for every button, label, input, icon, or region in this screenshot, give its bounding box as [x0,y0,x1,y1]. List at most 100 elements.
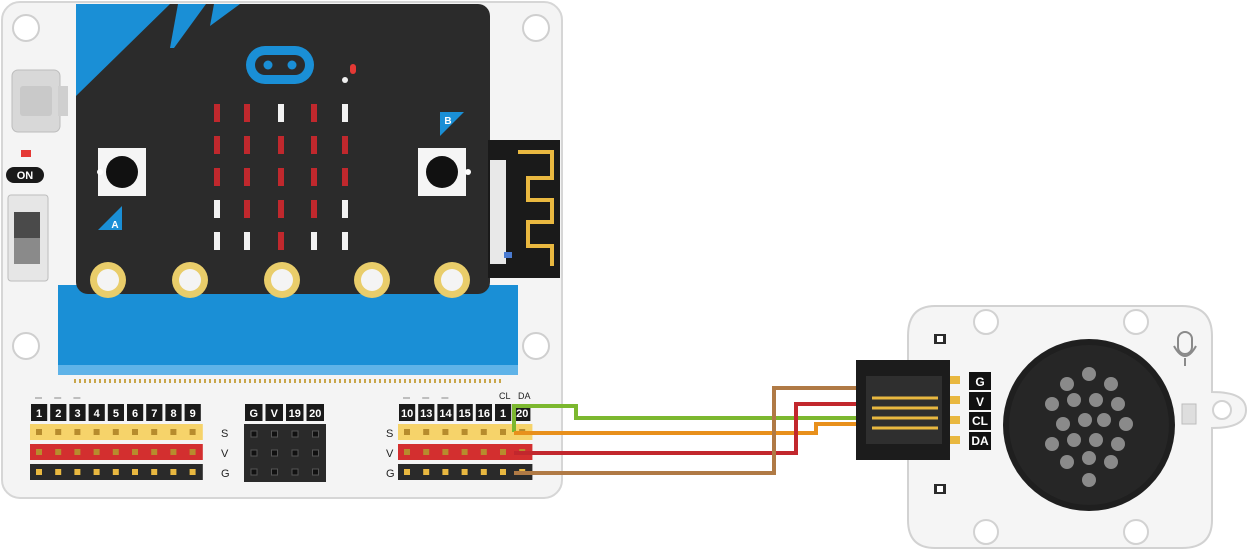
pin [36,449,42,455]
mount-hole [1123,309,1149,335]
pin-socket [291,449,299,457]
pin-number: 4 [94,408,101,420]
button-b[interactable] [418,148,471,196]
pin [189,429,196,435]
pin [112,429,119,435]
led [278,104,284,122]
led [311,104,317,122]
mount-hole [12,14,40,42]
pin-socket [250,468,258,476]
pin-number: 1 [36,408,42,420]
pin-number: 20 [309,408,321,420]
pin-number: 2 [55,408,61,420]
brown-wire [514,386,856,475]
row-label-s-right: S [386,428,393,440]
speaker [1003,339,1175,511]
grille-hole [1056,417,1070,431]
speaker-grille [1045,367,1133,487]
usb-port [11,69,68,133]
pin [93,469,100,475]
pin [93,449,100,455]
pin [132,469,138,475]
pin [189,449,196,455]
pin-number-box [437,404,454,421]
led [311,232,317,250]
smd-component [1181,403,1197,425]
pin [480,469,487,475]
pin [423,429,430,435]
mount-hole [1212,400,1232,420]
led [244,104,250,122]
button-a[interactable] [97,148,146,196]
led [278,136,284,154]
pin-number-box [69,404,86,421]
pin [93,429,100,435]
microbit-logo[interactable] [246,46,314,84]
grille-hole [1082,367,1096,381]
pin [74,469,81,475]
led [278,168,284,186]
pin [55,469,62,475]
module-pin-v: V [976,395,984,409]
microphone-icon [342,64,356,83]
mount-hole [973,519,999,545]
pin-number: V [271,408,279,420]
pin-number: 9 [190,408,196,420]
pin-number: 19 [289,408,301,420]
grille-hole [1089,433,1103,447]
pin [36,469,42,475]
grille-hole [1097,413,1111,427]
pin [404,469,410,475]
power-switch[interactable] [7,194,49,282]
pin-number: 5 [113,408,119,420]
pin-number: 7 [151,408,157,420]
pin-number: 16 [478,408,490,420]
svg-text:B: B [444,116,451,127]
led [244,200,250,218]
speaker-module: G V CL DA [856,305,1248,549]
pin-number-box [475,404,492,421]
pin-number: 6 [132,408,138,420]
pin-socket [312,449,319,457]
pin-socket [291,468,299,476]
pin-socket [291,430,299,438]
i2c-label-da: DA [518,391,531,401]
pin [36,429,42,435]
pin-socket [312,468,319,476]
grille-hole [1045,437,1059,451]
svg-text:A: A [111,220,118,231]
module-pin-labels: G V CL DA [969,372,991,450]
pin [500,449,506,455]
led [342,200,348,218]
mount-hole [522,332,550,360]
orange-wire [514,422,856,435]
button-b-label: B [440,112,464,136]
pin [461,429,468,435]
pin [423,469,430,475]
pin [461,469,468,475]
pin [132,449,138,455]
wires [512,386,856,475]
pin [170,429,177,435]
grille-hole [1111,437,1125,451]
module-connector[interactable] [856,360,960,460]
pin [74,449,81,455]
pin-number-box [165,404,182,421]
led [214,168,220,186]
microphone-icon [1173,331,1197,366]
pin-number-box [146,404,163,421]
led [278,200,284,218]
pin [404,429,410,435]
mount-hole [12,332,40,360]
grille-hole [1104,455,1118,469]
grille-hole [1067,433,1081,447]
row-label-s: S [221,428,228,440]
led [311,168,317,186]
grille-hole [1104,377,1118,391]
pin [500,469,506,475]
pin [442,429,449,435]
red-wire [514,402,856,455]
led [342,232,348,250]
